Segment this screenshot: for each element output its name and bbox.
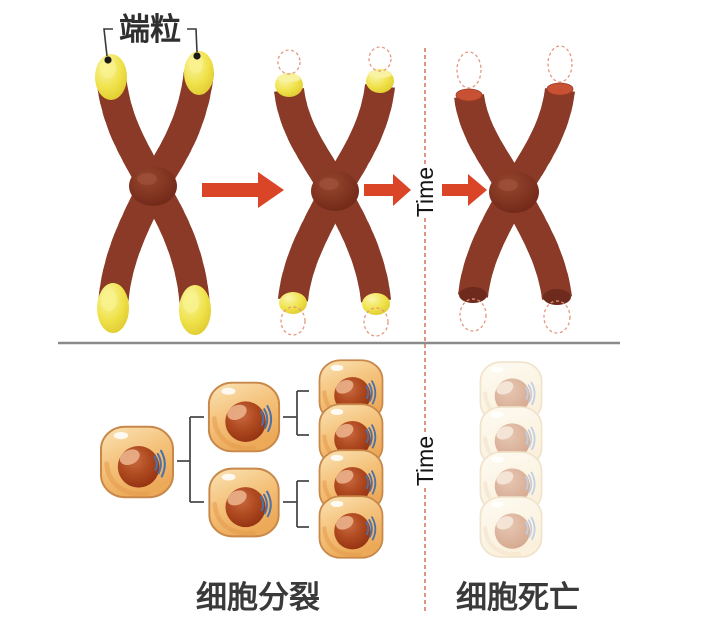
division-bracket <box>283 390 309 436</box>
time-label-bottom: Time <box>412 436 438 486</box>
arrow-right-icon <box>364 174 411 206</box>
cell-division-label: 细胞分裂 <box>196 580 320 615</box>
telomere-label: 端粒 <box>119 12 181 47</box>
centromere-highlight <box>498 179 518 191</box>
lost-telomere-outlines <box>277 46 392 337</box>
centromere-highlight <box>137 173 157 185</box>
telomere-pointer-dot <box>193 52 201 60</box>
granddaughter-cell <box>320 496 383 558</box>
division-bracket <box>283 480 309 528</box>
time-label-top: Time <box>412 167 438 217</box>
telomere-pointer-line <box>187 28 198 53</box>
cell-division-tree <box>101 360 383 558</box>
division-bracket <box>177 416 204 503</box>
centromere-highlight <box>319 178 339 190</box>
eroded-tips <box>455 82 574 305</box>
chromosome-short-telomeres <box>275 46 394 337</box>
centromere <box>489 171 539 213</box>
telomere-callout: 端粒 <box>103 12 201 64</box>
daughter-cell <box>209 469 278 537</box>
telomere-caps-long <box>95 51 214 335</box>
dying-cell <box>480 497 541 557</box>
arrow-right-icon <box>202 172 284 208</box>
lost-telomere-outlines <box>456 45 573 334</box>
daughter-cell <box>209 383 279 452</box>
chromosome-no-telomeres <box>455 45 574 334</box>
telomere-pointer-dot <box>104 56 112 64</box>
chromosome-long-telomeres <box>95 51 214 335</box>
telomere-pointer-line <box>103 28 113 57</box>
telomere-caps-short <box>275 69 394 315</box>
arrow-right-icon <box>442 174 487 206</box>
centromere <box>311 171 359 211</box>
cell-death-label: 细胞死亡 <box>456 580 580 615</box>
centromere <box>129 166 177 206</box>
dying-cells <box>480 362 541 557</box>
parent-cell <box>101 427 173 497</box>
